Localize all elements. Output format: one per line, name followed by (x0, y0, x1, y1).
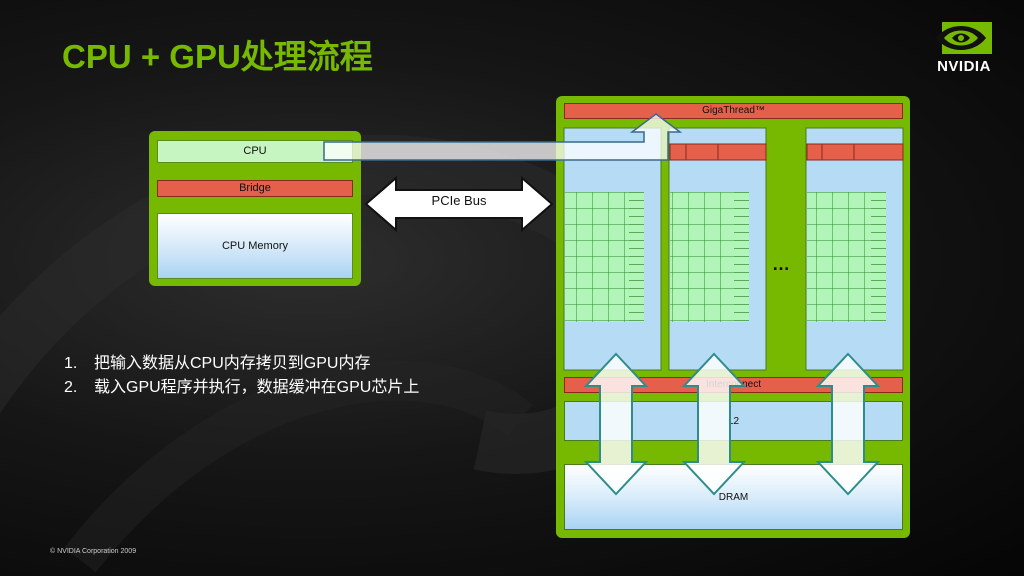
step-text: 把输入数据从CPU内存拷贝到GPU内存 (94, 355, 371, 372)
slide-title: CPU + GPU处理流程 (62, 38, 373, 75)
step-number: 1. (64, 355, 78, 372)
step-item: 2. 载入GPU程序并执行，数据缓冲在GPU芯片上 (64, 376, 494, 400)
interconnect-bar: Interconnect (564, 377, 903, 393)
cpu-memory-box: CPU Memory (157, 213, 353, 279)
l2-cache-box: L2 (564, 401, 903, 441)
more-sm-ellipsis: … (772, 254, 790, 274)
step-text: 载入GPU程序并执行，数据缓冲在GPU芯片上 (94, 379, 420, 396)
nvidia-eye-icon (936, 22, 992, 54)
pcie-bus-label: PCIe Bus (431, 193, 487, 208)
copyright-footer: © NVIDIA Corporation 2009 (50, 548, 137, 555)
dram-box: DRAM (564, 464, 903, 530)
process-steps: 1. 把输入数据从CPU内存拷贝到GPU内存 2. 载入GPU程序并执行，数据缓… (64, 352, 494, 400)
bridge-box: Bridge (157, 180, 353, 197)
step-number: 2. (64, 379, 78, 396)
nvidia-wordmark: NVIDIA (937, 58, 991, 75)
gigathread-bar: GigaThread™ (564, 103, 903, 119)
nvidia-logo: NVIDIA (924, 20, 1004, 78)
step-item: 1. 把输入数据从CPU内存拷贝到GPU内存 (64, 352, 494, 376)
cpu-box: CPU (157, 140, 353, 163)
